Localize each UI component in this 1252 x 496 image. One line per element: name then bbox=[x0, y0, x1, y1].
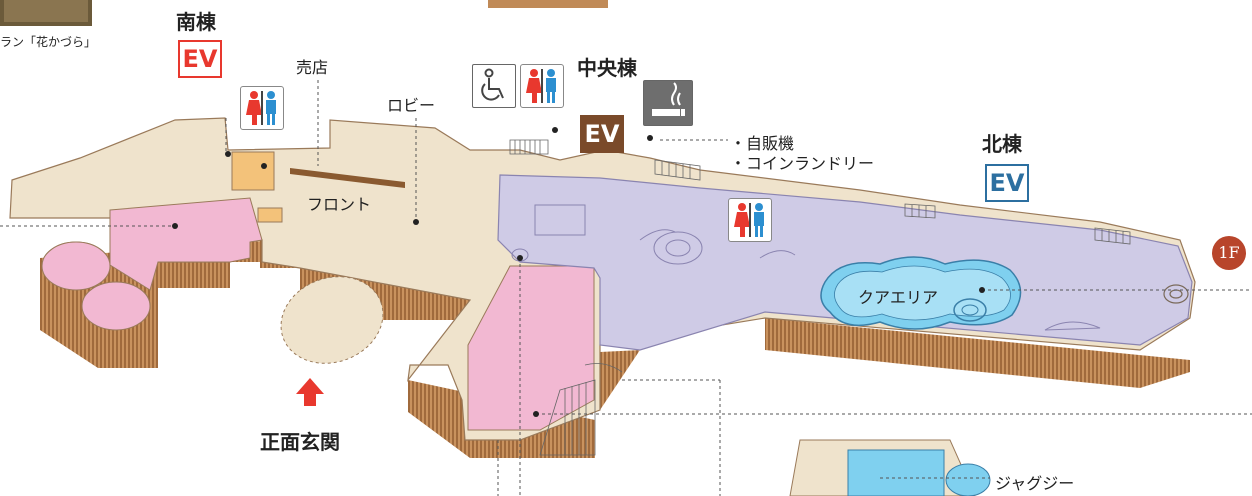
front-desk-counter bbox=[290, 168, 405, 188]
smoking-symbol bbox=[652, 82, 685, 116]
spa-area-label: クアエリア bbox=[858, 288, 939, 307]
south-elevator-icon: EV bbox=[178, 40, 222, 78]
restaurant-photo bbox=[0, 0, 92, 26]
front-desk-label: フロント bbox=[307, 195, 372, 214]
arrow-up-icon bbox=[296, 378, 324, 406]
spa-pool bbox=[820, 256, 1022, 330]
central-restroom-icon bbox=[520, 64, 564, 108]
jacuzzi-building bbox=[789, 439, 991, 496]
lobby-label: ロビー bbox=[387, 96, 436, 115]
smoking-icon bbox=[643, 80, 693, 126]
floor-badge: 1F bbox=[1212, 236, 1246, 270]
wheelchair-icon bbox=[472, 64, 516, 108]
jacuzzi-label: ジャグジー bbox=[995, 474, 1075, 493]
shop-area bbox=[231, 151, 275, 191]
spa-rooms bbox=[511, 204, 1101, 331]
restroom-symbol bbox=[526, 69, 556, 103]
laundry-label: ・コインランドリー bbox=[730, 154, 875, 173]
leader-dots bbox=[172, 127, 985, 417]
restroom-symbol bbox=[246, 91, 276, 125]
stairs bbox=[509, 139, 1131, 456]
restroom-icon bbox=[240, 86, 284, 130]
north-wing-label: 北棟 bbox=[982, 132, 1022, 156]
south-wing-label: 南棟 bbox=[176, 10, 216, 34]
wheelchair-symbol bbox=[481, 68, 504, 101]
central-elevator-icon: EV bbox=[580, 115, 624, 153]
main-entrance-label: 正面玄関 bbox=[260, 430, 340, 454]
vending-label: ・自販機 bbox=[730, 134, 795, 153]
restaurant-caption: ラン「花かづら」 bbox=[0, 35, 97, 49]
spa-restroom-icon bbox=[728, 198, 772, 242]
entrance-drive bbox=[280, 276, 384, 364]
spa-wing bbox=[497, 174, 1193, 351]
building-stub-top bbox=[488, 0, 608, 8]
leader-lines bbox=[0, 80, 1252, 496]
shop-area-small bbox=[257, 207, 283, 223]
north-elevator-icon: EV bbox=[985, 164, 1029, 202]
central-wing-label: 中央棟 bbox=[577, 56, 637, 80]
restroom-symbol bbox=[734, 203, 764, 237]
shop-label: 売店 bbox=[296, 58, 329, 77]
